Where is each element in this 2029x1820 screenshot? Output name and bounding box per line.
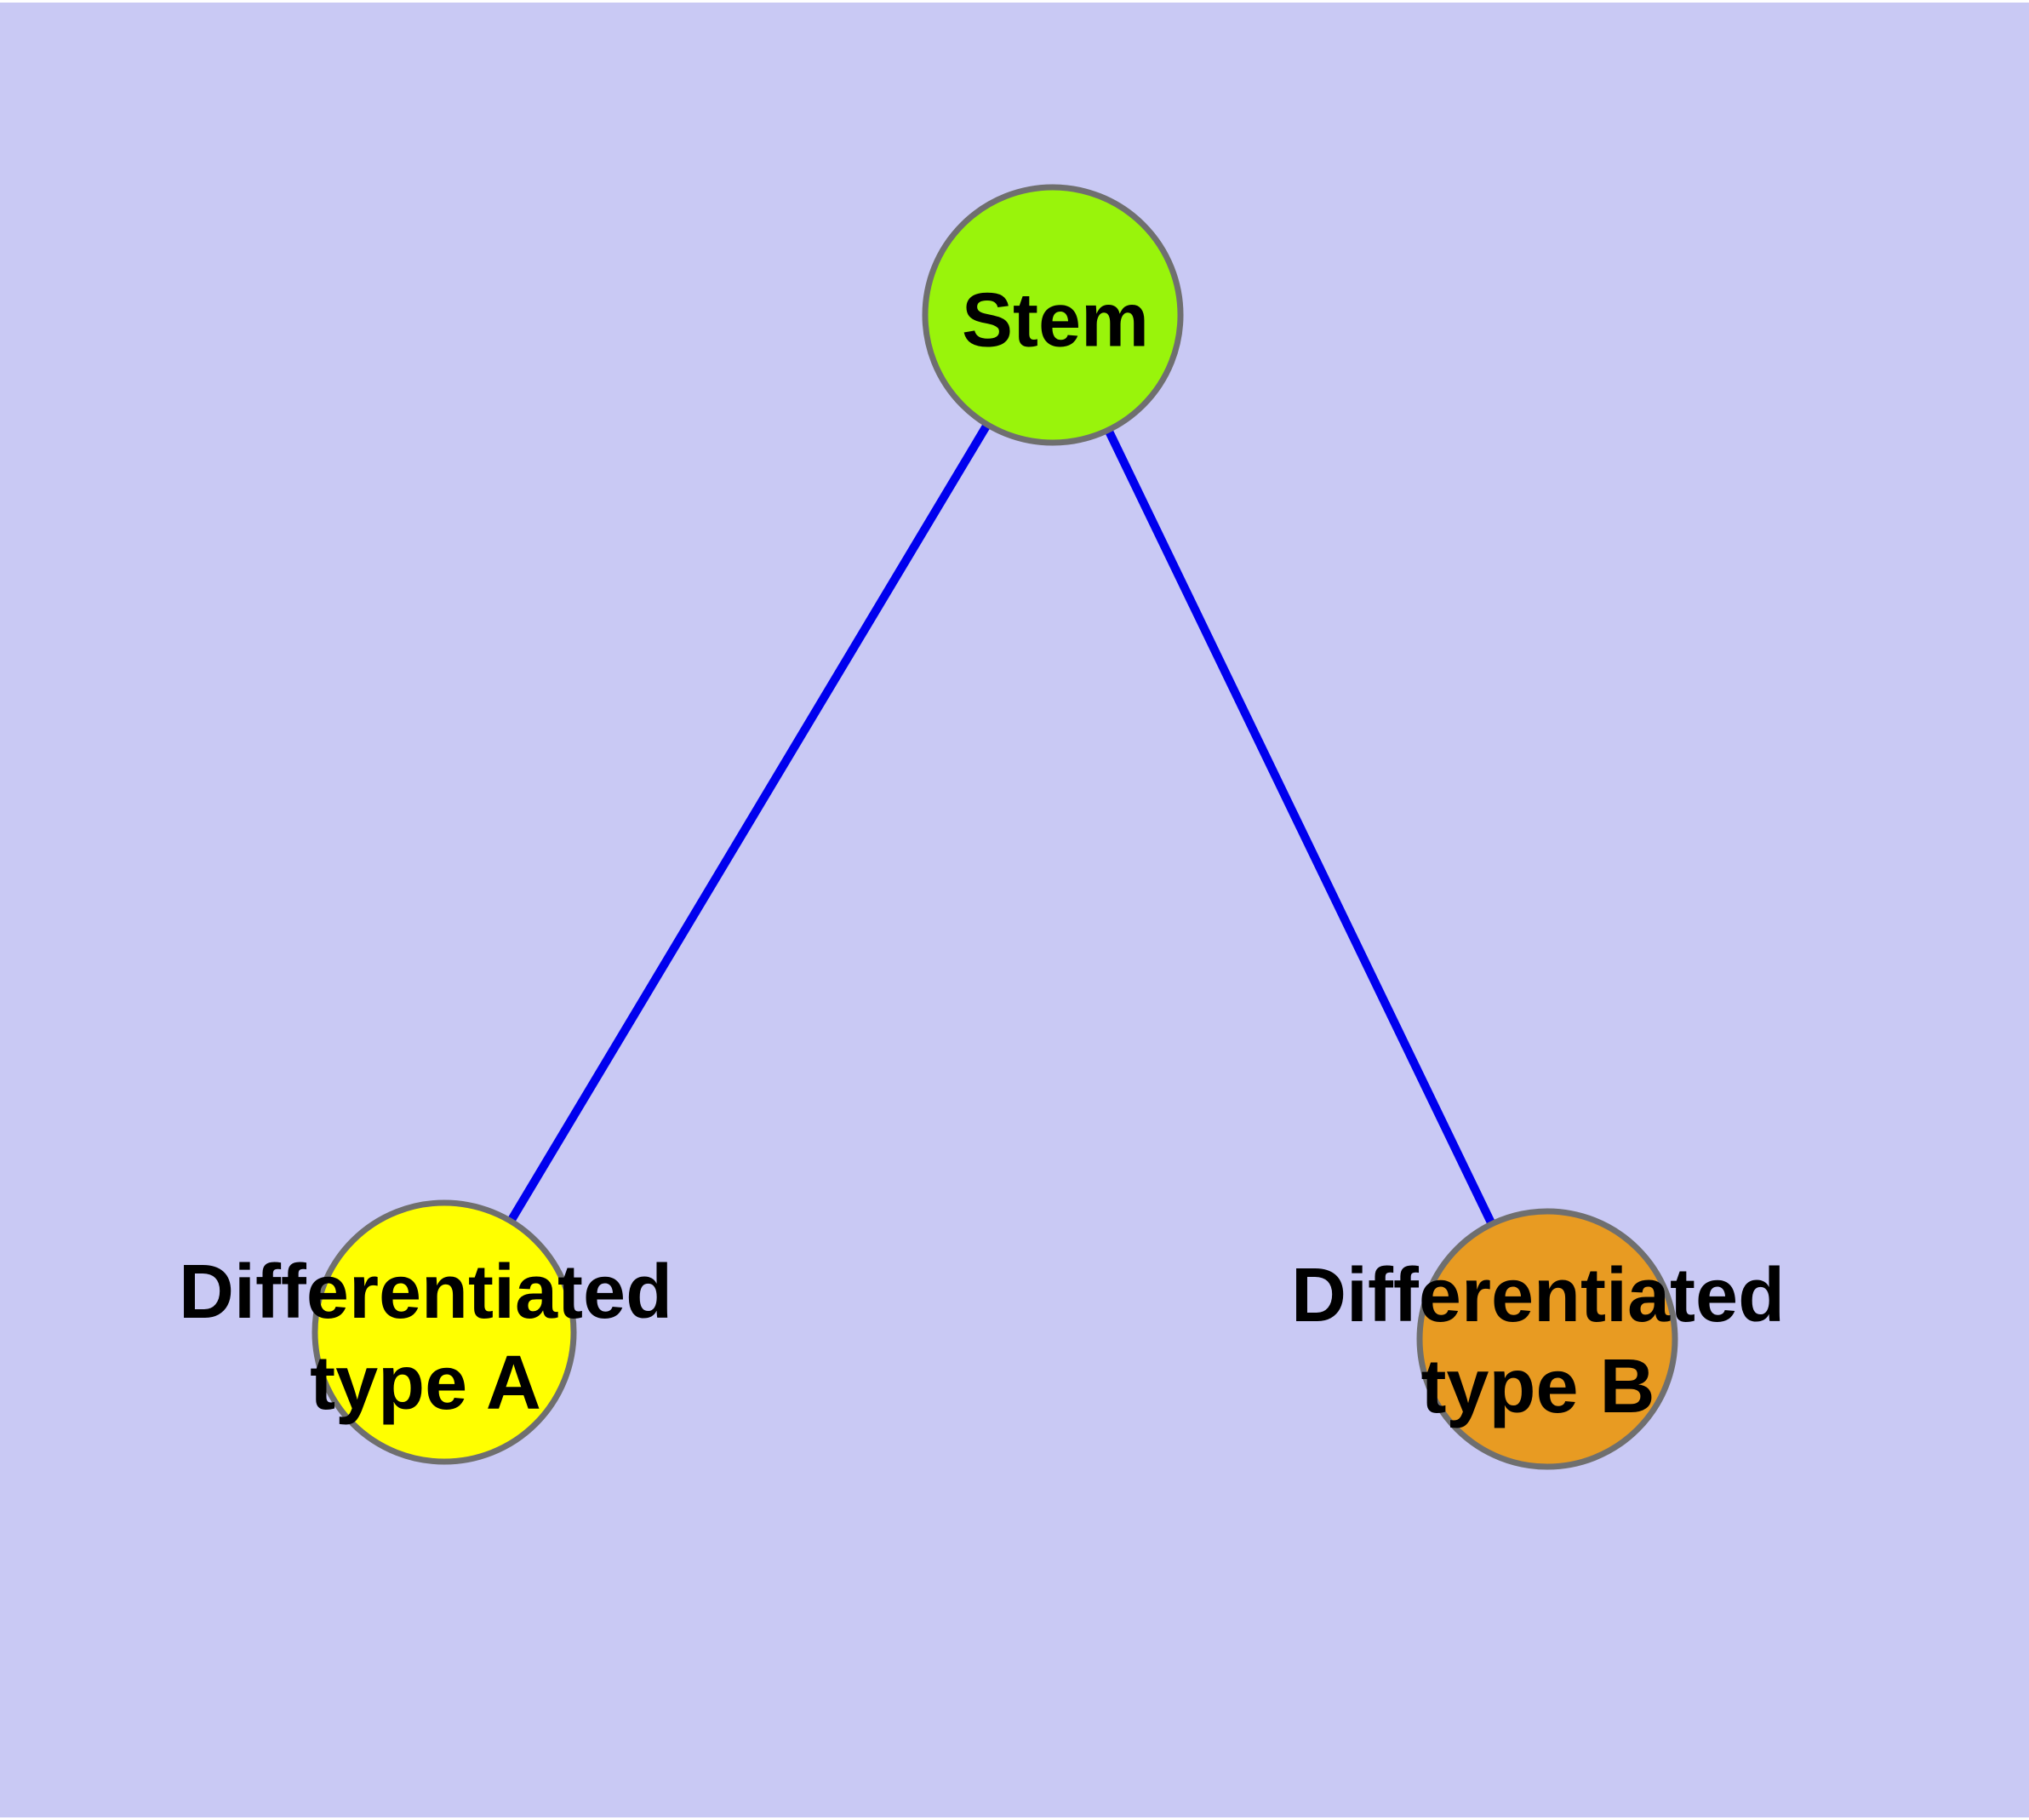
node-stem <box>922 184 1184 446</box>
node-differentiated-type-b <box>1416 1208 1678 1470</box>
node-label-differentiated-type-a: Differentiated type A <box>178 1250 673 1426</box>
node-differentiated-type-a <box>311 1199 577 1465</box>
node-label-stem: Stem <box>961 278 1150 363</box>
edge-stem-to-type-b <box>1049 312 1552 1342</box>
edge-stem-to-type-a <box>440 312 1057 1335</box>
node-label-differentiated-type-b: Differentiated type B <box>1290 1253 1786 1429</box>
